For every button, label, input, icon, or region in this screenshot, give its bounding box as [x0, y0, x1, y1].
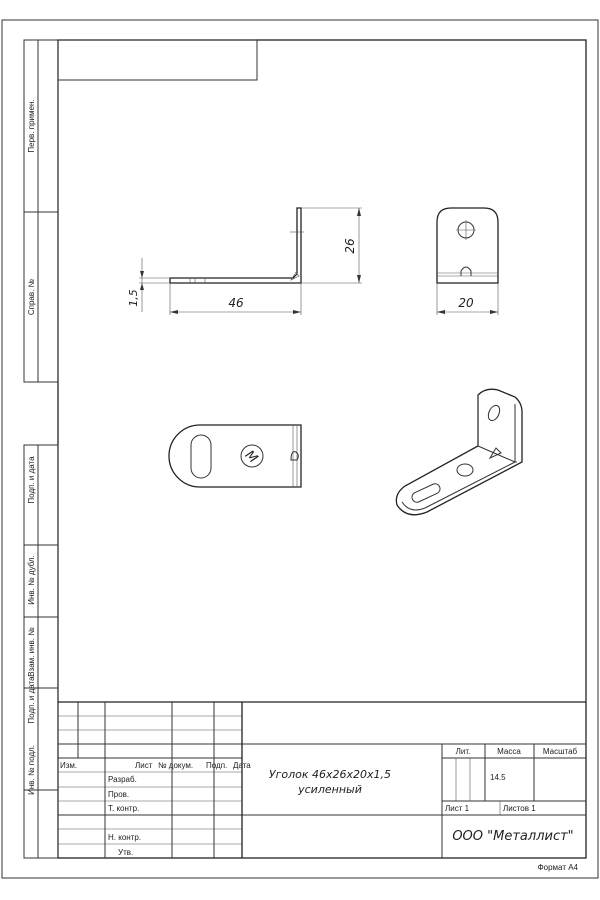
stamp-perv-primen: Перв. примен.	[27, 99, 36, 152]
col-list: Лист	[135, 761, 153, 770]
role-razrab: Разраб.	[108, 775, 137, 784]
top-left-box	[57, 39, 258, 81]
role-n-kontr: Н. контр.	[108, 833, 141, 842]
col-izm: Изм.	[60, 761, 77, 770]
dim-length: 46	[228, 296, 244, 310]
inner-frame	[57, 39, 587, 859]
dim-width: 20	[458, 296, 474, 310]
stamp-podp-data-1: Подп. и дата	[27, 456, 36, 504]
sheets-total: Листов 1	[503, 804, 536, 813]
lit-label: Лит.	[456, 747, 471, 756]
col-data: Дата	[233, 761, 251, 770]
logo-m-icon	[240, 444, 264, 468]
format-label: Формат А4	[538, 863, 579, 872]
title-block: Изм. Лист № докум. Подп. Дата Разраб. Пр…	[58, 701, 586, 858]
isometric-view	[395, 388, 523, 516]
stamp-inv-dubl: Инв. № дубл.	[27, 555, 36, 605]
left-stamp-strip-top: Перв. примен. Справ. №	[23, 39, 59, 383]
role-t-kontr: Т. контр.	[108, 804, 139, 813]
drawing-title: Уголок 46x26x20x1,5	[269, 768, 391, 781]
stamp-podp-data-2: Подп. и дата	[27, 676, 36, 724]
front-view: 26 46 1,5	[127, 207, 362, 315]
col-no-dokum: № докум.	[158, 761, 193, 770]
left-stamp-strip-bottom: Подп. и дата Инв. № дубл. Взам. инв. № П…	[23, 444, 59, 859]
col-podp: Подп.	[206, 761, 227, 770]
outer-frame	[1, 19, 599, 879]
dim-thickness: 1,5	[127, 289, 140, 307]
role-prov: Пров.	[108, 790, 129, 799]
drawing-subtitle: усиленный	[297, 783, 362, 796]
stamp-inv-podl: Инв. № подл.	[27, 745, 36, 795]
mass-label: Масса	[497, 747, 521, 756]
stamp-sprav-no: Справ. №	[27, 278, 36, 315]
company-name: ООО "Металлист"	[452, 829, 573, 844]
top-view: M	[168, 424, 302, 488]
dim-height: 26	[343, 238, 357, 254]
side-view: 20	[436, 207, 499, 315]
mass-value: 14.5	[490, 773, 506, 782]
scale-label: Масштаб	[543, 747, 578, 756]
role-utv: Утв.	[118, 848, 133, 857]
sheet-number: Лист 1	[445, 804, 470, 813]
stamp-vzam-inv: Взам. инв. №	[27, 627, 36, 677]
